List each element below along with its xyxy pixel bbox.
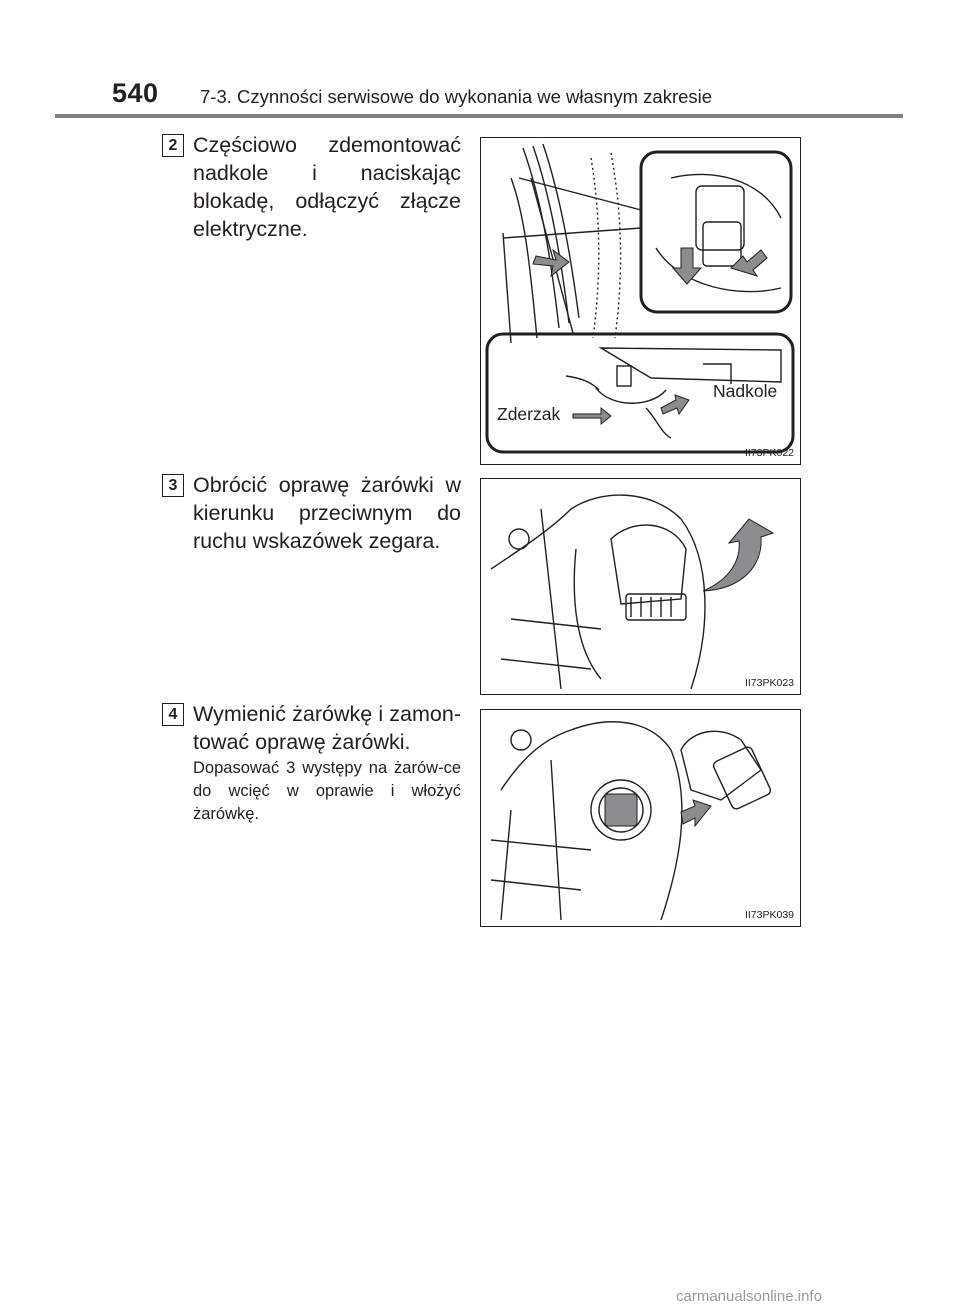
watermark: carmanualsonline.info [676,1288,822,1305]
step-4-number: 4 [162,703,184,726]
section-title: 7-3. Czynności serwisowe do wykonania we… [200,86,713,107]
replace-illustration [490,721,772,921]
step-3-number: 3 [162,474,184,497]
figure-code: II73PK039 [744,909,794,921]
label-fender: Nadkole [713,381,778,401]
figure-replace-bulb: II73PK039 [480,709,801,927]
step-4-text: Wymienić żarówkę i zamon-tować oprawę ża… [193,702,461,754]
step-2-text: Częściowo zdemontować nadkole i naciskaj… [193,133,461,241]
label-bumper: Zderzak [497,404,561,424]
figure-code: II73PK022 [744,447,794,459]
figure-rotate-bulb-holder: II73PK023 [480,478,801,695]
figure-code: II73PK023 [744,677,794,689]
rotate-illustration [490,494,775,690]
connector-illustration [485,143,795,454]
header-divider [55,114,903,118]
step-3-text: Obrócić oprawę żarówki w kierunku przeci… [193,473,461,553]
figure-disconnect-connector: Nadkole Zderzak II73PK022 [480,137,801,465]
step-2-number: 2 [162,134,184,157]
step-4-note: Dopasować 3 występy na żarów-ce do wcięć… [193,759,461,823]
page-number: 540 [112,78,159,108]
